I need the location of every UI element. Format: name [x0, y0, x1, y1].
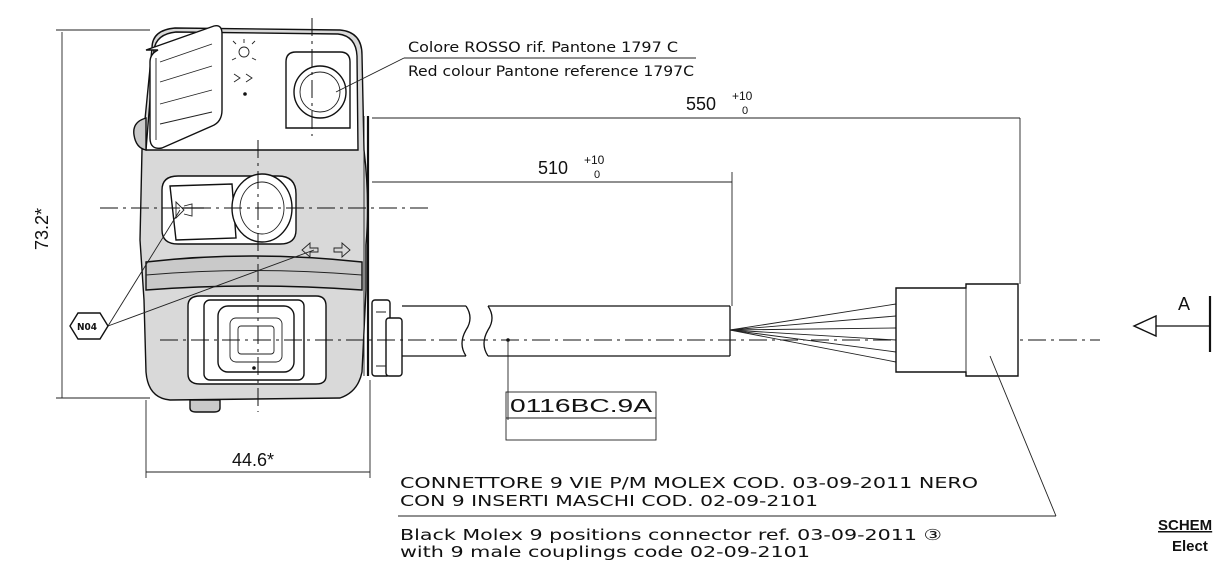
dim-550: 550 +10 0 [686, 89, 753, 117]
cable [402, 305, 731, 357]
n04-label: N04 [77, 322, 97, 333]
dim-550-tol-lower: 0 [742, 105, 748, 117]
turn-indicator-arrows-icon [301, 242, 351, 258]
dim-510-tol-upper: +10 [584, 153, 605, 167]
red-button [285, 51, 351, 129]
color-note-it: Colore ROSSO rif. Pantone 1797 C [408, 40, 678, 56]
dim-width: 44.6* [232, 450, 274, 470]
view-label-a: A [1178, 294, 1190, 314]
connector-note-en-2: with 9 male couplings code 02-09-2101 [400, 543, 810, 561]
dim-height: 73.2* [32, 208, 52, 250]
connector-note-it-2: CON 9 INSERTI MASCHI COD. 02-09-2101 [400, 492, 818, 510]
headlight-symbol-icon [231, 39, 257, 96]
wire-fan [729, 303, 897, 363]
view-arrow-a: A [1132, 294, 1212, 352]
mid-switch-panel [161, 173, 297, 245]
connector-note-en-1: Black Molex 9 positions connector ref. 0… [400, 526, 942, 544]
dim-510-tol-lower: 0 [594, 169, 600, 181]
dim-510: 510 +10 0 [538, 153, 605, 181]
dim-510-value: 510 [538, 158, 568, 178]
dim-550-value: 550 [686, 94, 716, 114]
part-code-box: 0116BC.9A [505, 391, 657, 441]
color-note-en: Red colour Pantone reference 1797C [408, 64, 694, 80]
cable-gland [371, 299, 403, 377]
dim-550-tol-upper: +10 [732, 89, 753, 103]
title-block-line1: SCHEM [1158, 517, 1212, 534]
part-code: 0116BC.9A [510, 396, 652, 416]
leader-lines [107, 57, 1057, 517]
connector-note-it-1: CONNETTORE 9 VIE P/M MOLEX COD. 03-09-20… [400, 474, 978, 492]
n04-balloon: N04 [69, 312, 109, 340]
molex-connector [895, 283, 1019, 377]
title-block-line2: Elect [1172, 538, 1208, 555]
switch-housing [133, 24, 403, 413]
dimension-lines [56, 29, 1021, 478]
